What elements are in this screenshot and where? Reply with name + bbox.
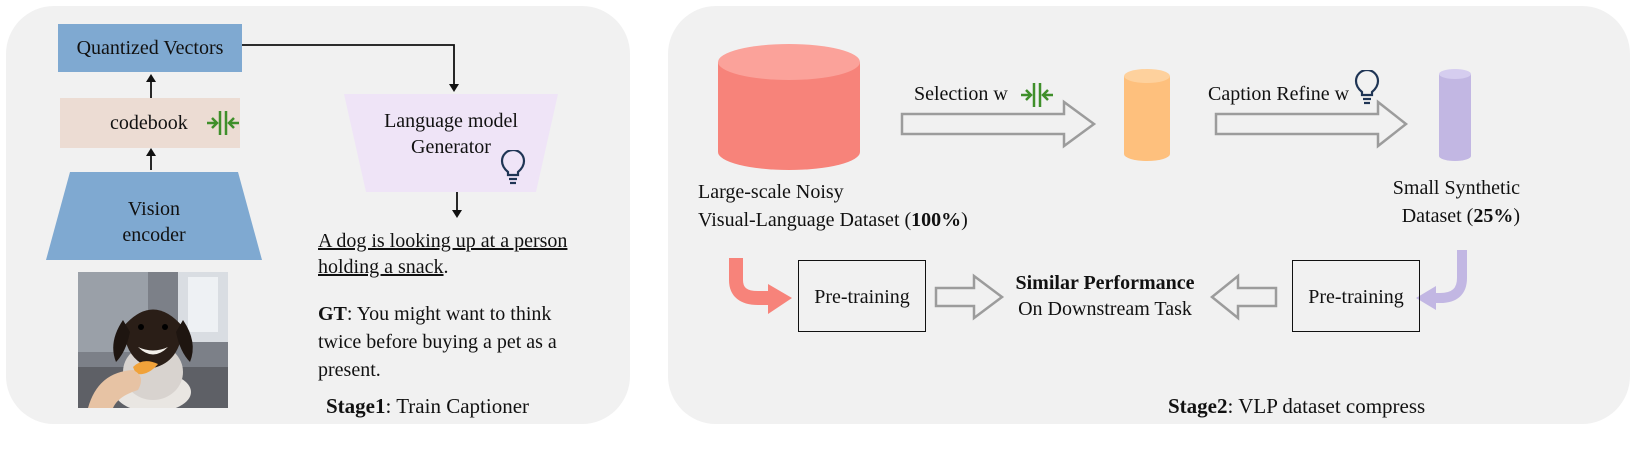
gt-line2: twice before buying a pet as a	[318, 331, 557, 353]
compress-icon	[207, 111, 239, 135]
codebook-box: codebook	[60, 98, 240, 148]
large-dataset-label: Large-scale Noisy Visual-Language Datase…	[698, 178, 968, 234]
language-model-line2: Generator	[411, 136, 491, 158]
caption-line1: A dog is looking up at a person	[318, 230, 568, 252]
synthetic-dataset-cylinder	[1439, 69, 1471, 161]
small-dataset-label: Small Synthetic Dataset (25%)	[1380, 174, 1520, 230]
bent-arrow-red	[729, 258, 772, 305]
small-dataset-close: )	[1513, 205, 1520, 227]
pretraining-box-right: Pre-training	[1292, 260, 1420, 332]
performance-arrow-right	[1210, 273, 1278, 321]
stage2-hollow-arrows	[729, 99, 1467, 321]
dog-photo	[78, 272, 228, 408]
small-dataset-line1: Small Synthetic	[1392, 177, 1520, 199]
gt-line3: present.	[318, 359, 381, 381]
generated-caption: A dog is looking up at a person holding …	[318, 228, 567, 280]
large-dataset-line2: Visual-Language Dataset (	[698, 209, 912, 231]
selection-label: Selection w	[914, 82, 1008, 107]
selected-dataset-cylinder	[1124, 69, 1170, 161]
caption-refine-text: Caption Refine w	[1208, 83, 1350, 105]
lightbulb-icon-refine	[1354, 70, 1380, 105]
bent-arrow-purple	[1432, 250, 1467, 303]
similar-performance-bold: Similar Performance	[1015, 272, 1195, 294]
similar-performance-text: Similar Performance On Downstream Task	[1000, 270, 1210, 322]
stage1-title: Stage1: Train Captioner	[326, 393, 529, 419]
selection-text: Selection w	[914, 83, 1008, 105]
small-dataset-pct: 25%	[1473, 205, 1514, 227]
quantized-vectors-label: Quantized Vectors	[76, 37, 224, 59]
refine-arrow	[1214, 99, 1409, 149]
pretraining-box-left: Pre-training	[798, 260, 926, 332]
gt-label: GT	[318, 303, 347, 325]
quantized-vectors-box: Quantized Vectors	[58, 24, 242, 72]
compress-icon-selection	[1021, 83, 1053, 107]
caption-period: .	[443, 256, 449, 278]
vision-encoder-line2: encoder	[122, 224, 186, 246]
language-model-line1: Language model	[384, 110, 518, 132]
performance-arrow-left	[934, 273, 1005, 321]
small-dataset-line2: Dataset (	[1401, 205, 1474, 227]
stage1-title-rest: : Train Captioner	[385, 394, 530, 418]
caption-refine-label: Caption Refine w	[1208, 82, 1349, 107]
downstream-task-text: On Downstream Task	[1018, 298, 1192, 320]
stage2-title-bold: Stage2	[1168, 394, 1228, 418]
vision-encoder-label: Vision encoder	[44, 196, 264, 248]
pretraining-right-label: Pre-training	[1308, 286, 1404, 308]
lightbulb-icon	[500, 150, 526, 185]
stage2-title: Stage2: VLP dataset compress	[1168, 393, 1425, 419]
pretraining-left-label: Pre-training	[814, 286, 910, 308]
large-dataset-pct: 100%	[911, 209, 962, 231]
large-dataset-close: )	[961, 209, 968, 231]
gt-line1: : You might want to think	[346, 303, 552, 325]
vision-encoder-line1: Vision	[127, 198, 181, 220]
selection-arrow	[900, 99, 1097, 149]
language-model-label: Language model Generator	[344, 108, 558, 160]
large-dataset-cylinder	[718, 44, 860, 170]
stage1-arrows	[146, 44, 462, 218]
large-dataset-line1: Large-scale Noisy	[698, 181, 844, 203]
ground-truth-text: GT: You might want to think twice before…	[318, 300, 557, 384]
caption-line2: holding a snack	[318, 256, 444, 278]
vision-encoder-shape	[46, 172, 262, 260]
stage2-title-rest: : VLP dataset compress	[1227, 394, 1426, 418]
codebook-label: codebook	[110, 112, 188, 134]
stage1-title-bold: Stage1	[326, 394, 386, 418]
